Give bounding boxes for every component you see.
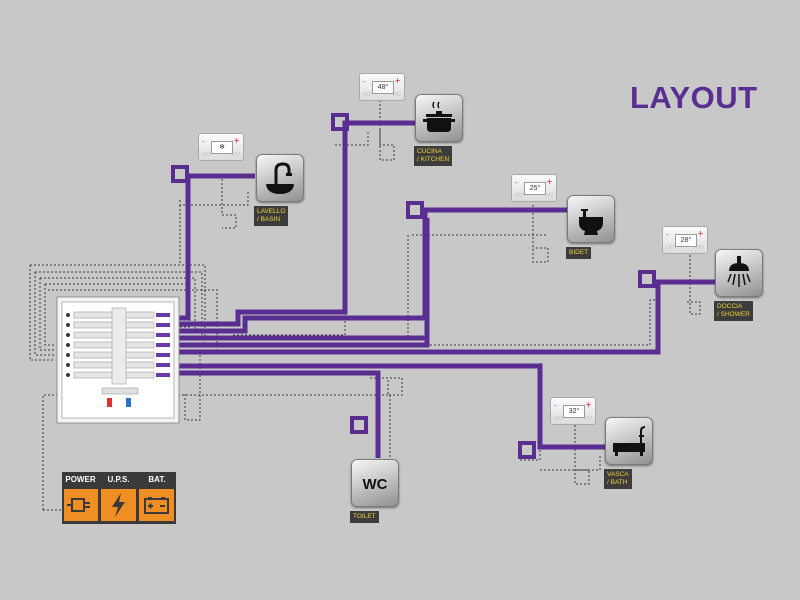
plus-icon[interactable]: +	[585, 400, 592, 409]
thermostat-shower[interactable]: - + 28° ○○ ○○	[663, 227, 707, 253]
pipe-bath	[172, 363, 605, 450]
status-dots-icon: ○○	[231, 151, 240, 157]
thermostat-kitchen[interactable]: - + 48° ○○ ○○	[360, 74, 404, 100]
junction-boxes	[171, 113, 656, 459]
thermostat-basin[interactable]: - + ❄ ○○ ○○	[199, 134, 243, 160]
status-header-battery: BAT.	[148, 475, 166, 484]
pipe-bidet-riser	[172, 218, 430, 348]
status-header-ups: U.P.S.	[107, 475, 130, 484]
power-plug-icon[interactable]	[64, 489, 98, 521]
temperature-display: 48°	[372, 81, 394, 94]
shower-head-icon[interactable]	[715, 249, 763, 297]
status-dots-icon: ○○	[363, 91, 372, 97]
junction-bidet	[406, 201, 424, 219]
status-panel: POWER U.P.S. BAT.	[62, 472, 176, 524]
pipe-basin	[170, 173, 255, 321]
plus-icon[interactable]: +	[697, 229, 704, 238]
manifold-cabinet	[56, 296, 180, 424]
pipe-kitchen	[172, 120, 415, 327]
temperature-display: 32°	[563, 405, 585, 418]
minus-icon[interactable]: -	[554, 401, 557, 410]
minus-icon[interactable]: -	[363, 77, 366, 86]
status-dots-icon: ○○	[554, 415, 563, 421]
bidet-icon[interactable]	[567, 195, 615, 243]
thermostat-bath[interactable]: - + 32° ○○ ○○	[551, 398, 595, 424]
junction-kitchen	[331, 113, 349, 131]
pipe-bidet-left	[172, 207, 567, 334]
cooking-pot-icon[interactable]	[415, 94, 463, 142]
basin-faucet-icon[interactable]	[256, 154, 304, 202]
status-dots-icon: ○○	[392, 91, 401, 97]
junction-bath	[518, 441, 536, 459]
status-dots-icon: ○○	[544, 192, 553, 198]
fixture-label-shower: DOCCIA / SHOWER	[714, 301, 753, 321]
snowflake-icon: ❄	[211, 141, 233, 154]
plus-icon[interactable]: +	[233, 136, 240, 145]
junction-shower	[638, 270, 656, 288]
fixture-label-kitchen: CUCINA / KITCHEN	[414, 146, 453, 166]
fixture-label-basin: LAVELLO / BASIN	[254, 206, 289, 226]
fixture-label-bidet: BIDET	[566, 247, 592, 259]
bathtub-icon[interactable]	[605, 417, 653, 465]
wc-icon[interactable]: WC	[351, 459, 399, 507]
junction-basin	[171, 165, 189, 183]
pipe-shower	[172, 279, 715, 355]
wc-icon-text: WC	[363, 476, 388, 493]
junction-toilet	[350, 416, 368, 434]
plus-icon[interactable]: +	[394, 76, 401, 85]
thermostat-bidet[interactable]: - + 25° ○○ ○○	[512, 175, 556, 201]
minus-icon[interactable]: -	[666, 230, 669, 239]
lightning-bolt-icon[interactable]	[101, 489, 136, 521]
status-dots-icon: ○○	[666, 244, 675, 250]
plus-icon[interactable]: +	[546, 177, 553, 186]
status-dots-icon: ○○	[515, 192, 524, 198]
status-dots-icon: ○○	[583, 415, 592, 421]
battery-icon[interactable]	[139, 489, 174, 521]
temperature-display: 25°	[524, 182, 546, 195]
fixture-label-toilet: TOILET	[350, 511, 379, 523]
status-header-power: POWER	[65, 475, 96, 484]
pipe-toilet	[172, 370, 381, 458]
minus-icon[interactable]: -	[202, 137, 205, 146]
page-title: LAYOUT	[630, 80, 758, 115]
status-dots-icon: ○○	[202, 151, 211, 157]
minus-icon[interactable]: -	[515, 178, 518, 187]
pipes	[170, 120, 715, 458]
status-dots-icon: ○○	[695, 244, 704, 250]
fixture-label-bath: VASCA / BATH	[604, 469, 632, 489]
temperature-display: 28°	[675, 234, 697, 247]
